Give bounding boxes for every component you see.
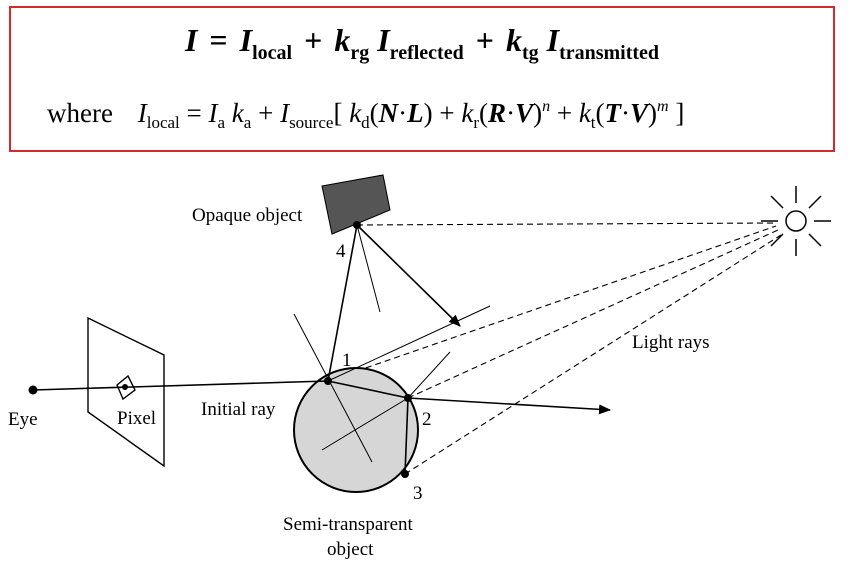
eq-intensity: I [377,22,390,58]
point-3-dot [401,470,409,478]
eq2-sub-t: t [590,113,596,132]
normal-lines [293,224,491,463]
pixel-plane [87,316,165,468]
eq-sub-transmitted: transmitted [559,42,660,64]
light-rays-label: Light rays [632,332,710,353]
initial-ray-label: Initial ray [201,399,276,420]
eq-intensity: I [184,22,198,58]
eq-sub-tg: tg [521,42,539,64]
eq-sub-local: local [252,42,293,64]
local-equation: where Ilocal = Ia ka + Isource[ kd(N·L) … [47,98,685,132]
equation-box: I = Ilocal + krg Ireflected + ktg Itrans… [9,6,835,152]
eq-sub-reflected: reflected [389,42,464,64]
intersection-points [28,221,412,478]
point-2-dot [404,394,412,402]
eq-k: k [334,22,351,58]
object-label: object [327,539,374,560]
point-3-label: 3 [413,483,423,504]
eq-k: k [505,22,522,58]
eq-intensity: I [239,22,253,58]
point-1-dot [324,377,332,385]
eq2-sub-source: source [289,113,334,132]
pixel-point [122,384,128,390]
ray-paths [32,224,611,475]
point-4-dot [353,221,361,229]
eq2-sub-d: d [361,113,370,132]
eq2-exp-n: n [542,98,551,115]
eq-where: where [47,98,113,128]
pixel-label: Pixel [117,408,156,429]
opaque-object-label: Opaque object [192,205,303,226]
eq2-sub-local: local [146,113,180,132]
eq-intensity: I [546,22,560,58]
eq2-sub-r: r [473,113,480,132]
eye-point [28,385,38,395]
semi-transparent-label: Semi-transparent [283,514,414,535]
point-4-label: 4 [336,241,346,262]
eq-plus: + [304,22,323,58]
eye-label: Eye [8,409,38,430]
light-rays [327,222,782,475]
point-2-label: 2 [422,409,432,430]
point-1-label: 1 [342,350,352,371]
eq2-exp-m: m [657,98,669,115]
opaque-object [321,174,391,235]
main-equation: I = Ilocal + krg Ireflected + ktg Itrans… [11,22,833,63]
eq-equals: = [209,22,228,58]
eq2-sub-a: a [217,113,226,132]
light-source-icon [761,186,831,256]
eq-plus: + [475,22,494,58]
eq-sub-rg: rg [350,42,370,64]
eq2-sub-a: a [243,113,252,132]
